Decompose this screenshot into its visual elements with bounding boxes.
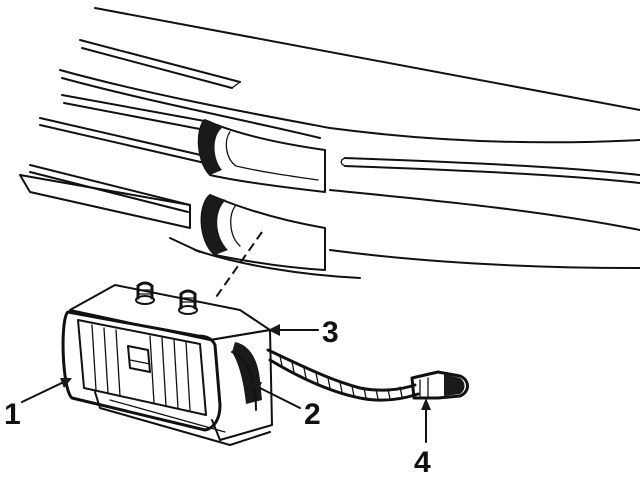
mounting-stud (135, 281, 155, 305)
front-bumper (19, 7, 640, 279)
callout-3: 3 (322, 316, 339, 349)
fog-lamp-assembly (61, 281, 273, 446)
wiring-harness (266, 348, 469, 402)
mounting-stud (178, 289, 198, 315)
callout-2: 2 (304, 398, 321, 431)
callout-1: 1 (4, 398, 21, 431)
leader-lines (21, 324, 431, 443)
callout-4: 4 (414, 446, 431, 479)
